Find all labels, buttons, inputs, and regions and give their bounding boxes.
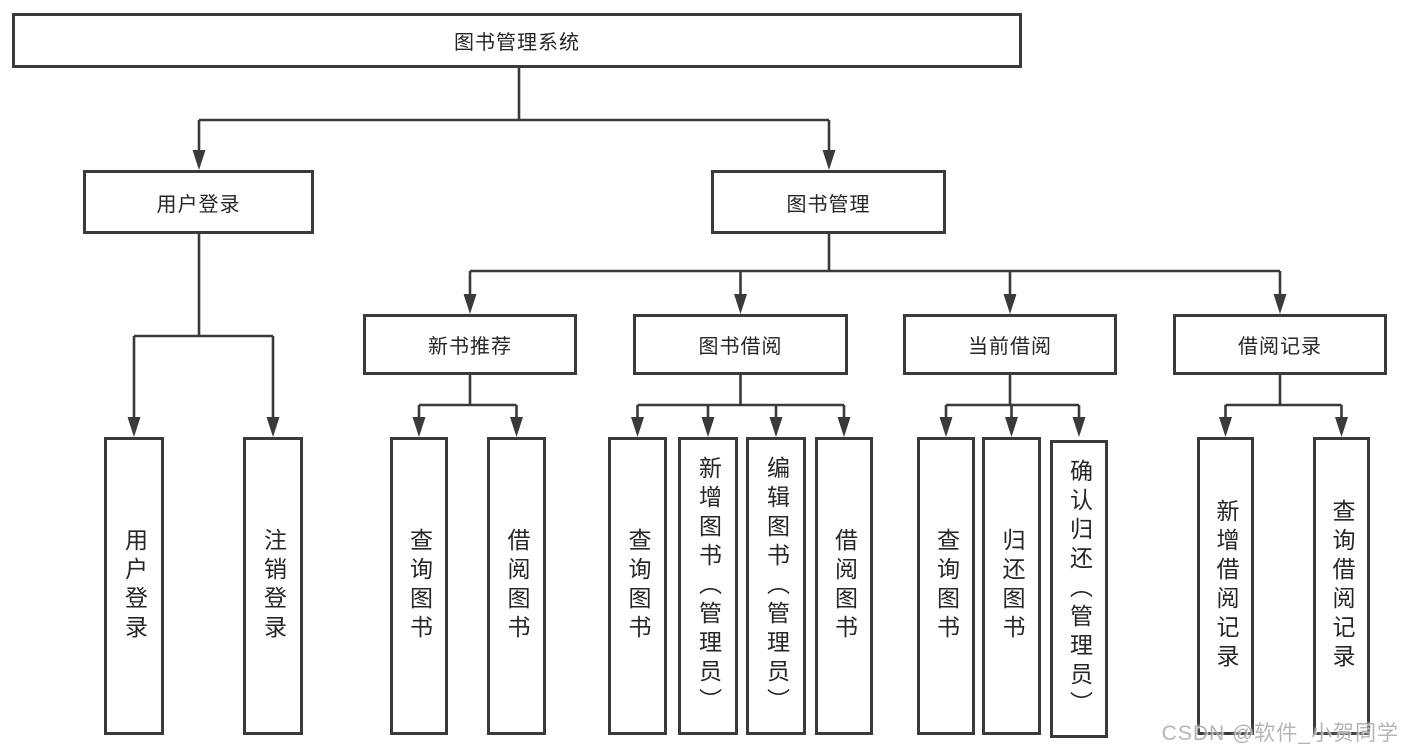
leaf-borrow-borrow-books: 借阅图书 [815, 437, 873, 735]
node-book-borrow: 图书借阅 [633, 314, 848, 375]
leaf-newbooks-query-books: 查询图书 [390, 437, 448, 735]
node-book-management-label: 图书管理 [786, 193, 871, 216]
node-new-book-recommend: 新书推荐 [363, 314, 577, 375]
leaf-current-query-books: 查询图书 [917, 437, 975, 735]
leaf-records-query-record-label: 查询借阅记录 [1329, 499, 1355, 673]
leaf-newbooks-query-books-label: 查询图书 [406, 528, 433, 644]
node-book-management: 图书管理 [711, 170, 946, 234]
leaf-user-login-label: 用户登录 [121, 528, 148, 644]
leaf-current-confirm-return-admin-label: 确认归还（管理员） [1066, 458, 1093, 720]
node-user-login: 用户登录 [83, 170, 314, 234]
leaf-user-login: 用户登录 [104, 437, 164, 735]
leaf-borrow-query-books-label: 查询图书 [625, 528, 651, 644]
leaf-borrow-add-books-admin: 新增图书（管理员） [678, 437, 738, 735]
csdn-watermark: CSDN @软件_小贺同学 [1161, 722, 1399, 745]
leaf-borrow-edit-books-admin: 编辑图书（管理员） [746, 437, 806, 735]
node-current-borrow: 当前借阅 [903, 314, 1117, 375]
node-user-login-label: 用户登录 [156, 193, 241, 216]
leaf-current-return-books-label: 归还图书 [999, 528, 1025, 644]
node-new-book-recommend-label: 新书推荐 [428, 336, 512, 358]
node-book-borrow-label: 图书借阅 [698, 336, 783, 358]
leaf-records-add-record-label: 新增借阅记录 [1213, 499, 1239, 673]
leaf-current-query-books-label: 查询图书 [933, 528, 960, 644]
node-current-borrow-label: 当前借阅 [968, 336, 1052, 358]
node-borrow-records: 借阅记录 [1173, 314, 1387, 375]
leaf-logout-login: 注销登录 [243, 437, 303, 735]
leaf-records-query-record: 查询借阅记录 [1313, 437, 1370, 735]
leaf-current-confirm-return-admin: 确认归还（管理员） [1050, 440, 1108, 738]
node-root-system: 图书管理系统 [12, 13, 1022, 68]
leaf-records-add-record: 新增借阅记录 [1197, 437, 1254, 735]
leaf-borrow-add-books-admin-label: 新增图书（管理员） [695, 455, 722, 717]
node-borrow-records-label: 借阅记录 [1238, 336, 1322, 358]
node-root-label: 图书管理系统 [454, 32, 580, 54]
leaf-logout-login-label: 注销登录 [260, 528, 287, 644]
leaf-borrow-borrow-books-label: 借阅图书 [831, 528, 858, 644]
leaf-newbooks-borrow-books: 借阅图书 [487, 437, 546, 735]
leaf-borrow-edit-books-admin-label: 编辑图书（管理员） [763, 455, 790, 717]
leaf-newbooks-borrow-books-label: 借阅图书 [504, 528, 530, 644]
leaf-borrow-query-books: 查询图书 [608, 437, 667, 735]
leaf-current-return-books: 归还图书 [982, 437, 1041, 735]
